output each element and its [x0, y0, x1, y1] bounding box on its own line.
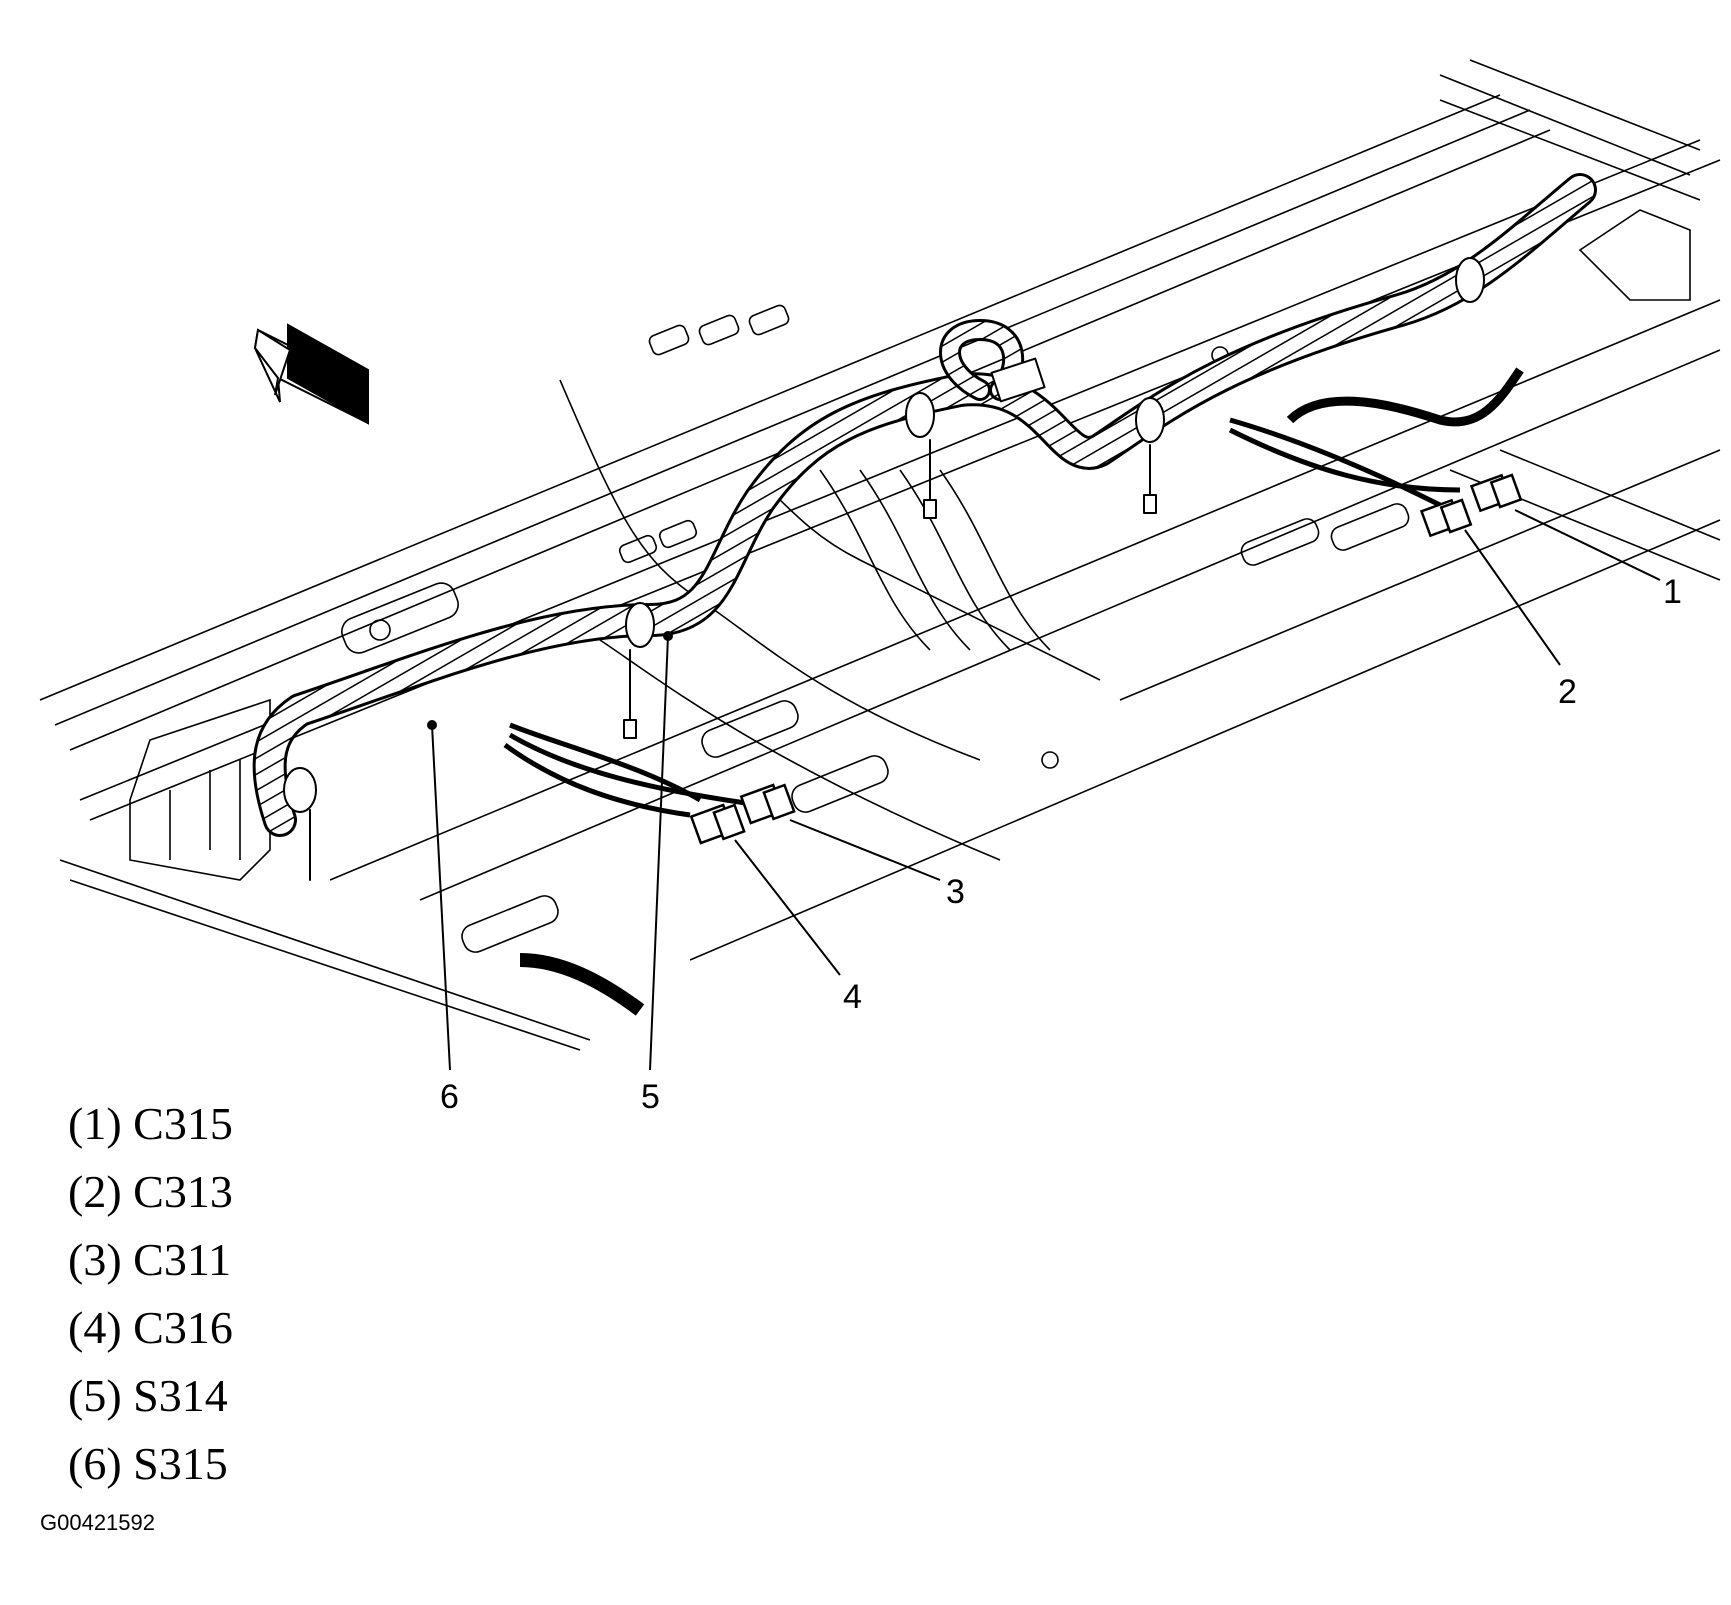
- legend-item-5: (5) S314: [68, 1370, 228, 1421]
- connector-c316: [689, 803, 746, 845]
- legend-item-1: (1) C315: [68, 1098, 233, 1149]
- legend-item-3: (3) C311: [68, 1234, 232, 1285]
- legend-item-4: (4) C316: [68, 1302, 233, 1353]
- callout-5: 5: [641, 1078, 660, 1116]
- connector-c313: [1419, 498, 1473, 538]
- callout-2: 2: [1558, 673, 1577, 711]
- direction-arrow-icon: [253, 323, 369, 425]
- figure-id: G00421592: [40, 1510, 155, 1535]
- callout-numbers: 1 2 3 4 5 6: [440, 573, 1682, 1116]
- callout-3: 3: [946, 873, 965, 911]
- main-harness: [252, 173, 1597, 881]
- legend-item-2: (2) C313: [68, 1166, 233, 1217]
- floor-pan: [39, 59, 1721, 1051]
- connector-c311: [739, 783, 796, 825]
- callout-4: 4: [843, 978, 862, 1016]
- legend: (1) C315 (2) C313 (3) C311 (4) C316 (5) …: [68, 1090, 233, 1498]
- connector-c315: [1469, 473, 1523, 513]
- legend-item-6: (6) S315: [68, 1438, 228, 1489]
- branch-leads: [503, 367, 1524, 818]
- connectors: [689, 473, 1523, 845]
- callout-1: 1: [1663, 573, 1682, 611]
- leader-lines: [427, 509, 1661, 1071]
- callout-6: 6: [440, 1078, 459, 1116]
